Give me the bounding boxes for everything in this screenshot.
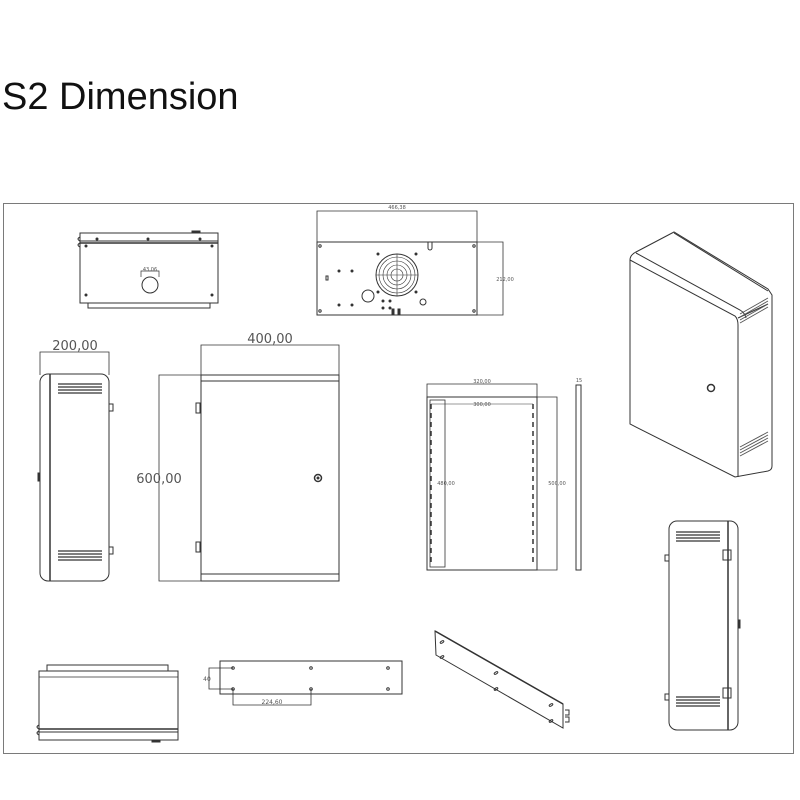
- knockout-dim-label: 43,06: [143, 267, 157, 273]
- plate-outer-width-label: 320,00: [473, 379, 491, 385]
- front-width-label: 400,00: [247, 332, 293, 347]
- drawing-frame: [3, 203, 794, 754]
- back-plate-width-label: 466,38: [388, 205, 406, 211]
- side-view-left: [37, 351, 114, 582]
- plate-inner-height-label: 480,00: [437, 481, 455, 487]
- plate-thickness-label: 15: [576, 378, 582, 384]
- back-plate-view: [316, 210, 504, 316]
- top-view: [77, 230, 219, 309]
- isometric-view: [629, 231, 773, 478]
- side-view-right: [664, 520, 741, 731]
- front-height-label: 600,00: [136, 472, 182, 487]
- bracket-horizontal-spacing-label: 224,60: [262, 699, 283, 706]
- mounting-plate-view: [426, 383, 582, 571]
- side-width-label: 200,00: [52, 339, 98, 354]
- front-view: [158, 344, 340, 582]
- back-plate-height-label: 212,00: [496, 277, 514, 283]
- bracket-vertical-spacing-label: 40: [203, 676, 211, 683]
- plate-outer-height-label: 500,00: [548, 481, 566, 487]
- page-title: S2 Dimension: [2, 76, 239, 118]
- plate-inner-width-label: 300,00: [473, 402, 491, 408]
- bracket-isometric-view: [434, 630, 570, 729]
- bottom-view: [36, 664, 179, 743]
- bracket-view: [208, 660, 403, 706]
